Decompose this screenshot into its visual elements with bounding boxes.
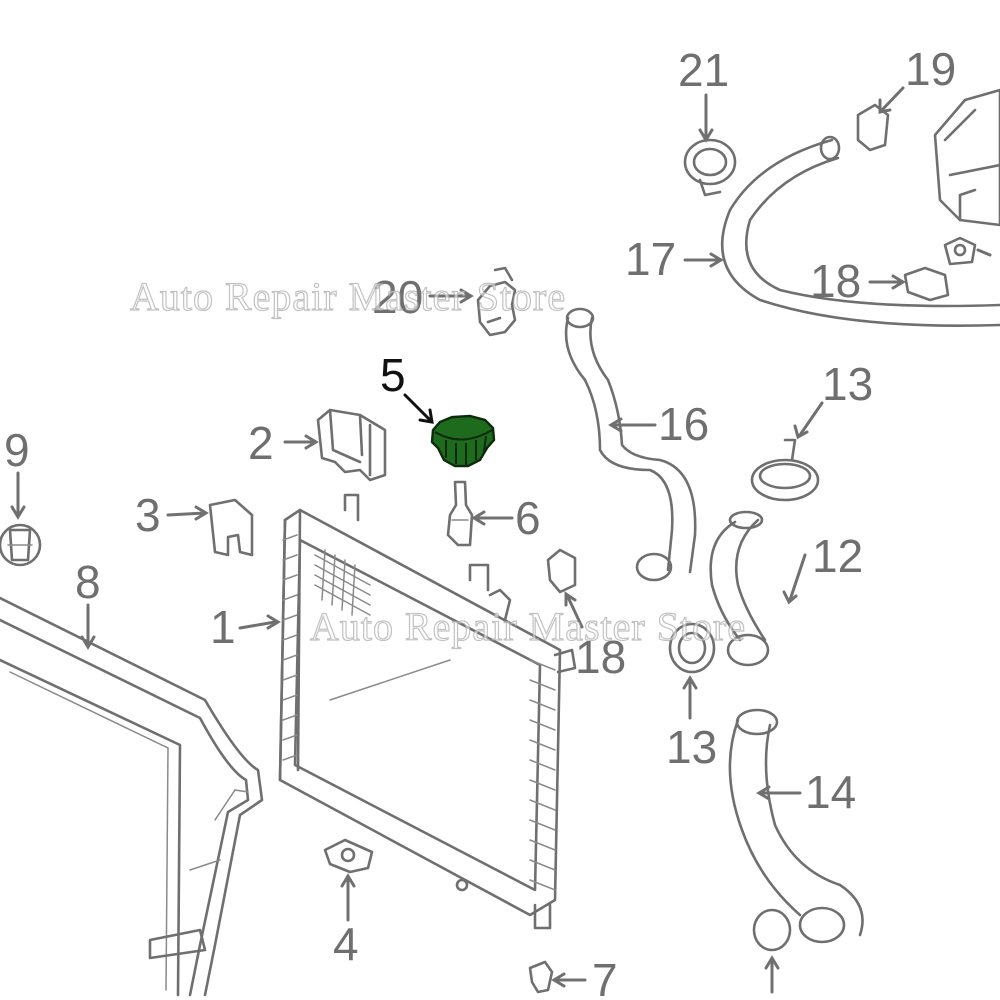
expansion-tank [933, 88, 1000, 266]
watermark-text-middle: Auto Repair Master Store [310, 604, 746, 649]
callout-1: 1 [210, 601, 236, 653]
clip-part-18-upper [903, 266, 950, 302]
callout-21: 21 [678, 44, 729, 96]
leader-lines [10, 86, 992, 994]
radiator-cap-part-5 [430, 414, 496, 468]
clip-part-20 [476, 266, 517, 337]
callout-19: 19 [905, 43, 956, 95]
fan-shroud-part-8 [0, 596, 264, 997]
callout-3: 3 [135, 489, 161, 541]
hose-part-16 [564, 307, 697, 582]
hose-part-12 [709, 510, 770, 667]
fastener-part-4 [323, 838, 374, 874]
callout-16: 16 [658, 398, 709, 450]
callout-4: 4 [333, 918, 359, 970]
radiator-part-1 [278, 493, 577, 930]
callout-13-lower: 13 [666, 721, 717, 773]
clamp-part-13-upper [750, 438, 820, 502]
callout-8: 8 [75, 556, 101, 608]
watermark-text-top: Auto Repair Master Store [130, 274, 566, 319]
clip-part-19 [856, 103, 890, 152]
clip-part-18-lower [546, 548, 577, 594]
callout-18-upper: 18 [810, 255, 861, 307]
callout-2: 2 [248, 417, 274, 469]
sensor-part-6 [446, 480, 474, 547]
bracket-part-2 [316, 408, 387, 482]
callout-labels: 1 2 3 4 5 6 7 8 9 12 13 13 14 16 17 18 1… [4, 43, 956, 1000]
callout-5: 5 [380, 349, 406, 401]
callout-7: 7 [592, 954, 618, 1000]
hose-part-17 [721, 135, 1000, 328]
watermarks: Auto Repair Master Store Auto Repair Mas… [129, 273, 746, 649]
callout-20: 20 [372, 271, 423, 323]
clip-part-3 [208, 498, 254, 557]
clamp-part-13-lower [668, 622, 716, 674]
callout-13-upper: 13 [822, 358, 873, 410]
clamp-part-21 [683, 138, 737, 197]
hose-part-14 [728, 708, 864, 952]
callout-9: 9 [4, 424, 30, 476]
clip-part-9 [0, 523, 42, 567]
clip-part-7 [528, 960, 554, 994]
callout-14: 14 [805, 766, 856, 818]
callout-17: 17 [625, 233, 676, 285]
callout-12: 12 [812, 530, 863, 582]
callout-6: 6 [515, 492, 541, 544]
callout-18-lower: 18 [575, 631, 626, 683]
